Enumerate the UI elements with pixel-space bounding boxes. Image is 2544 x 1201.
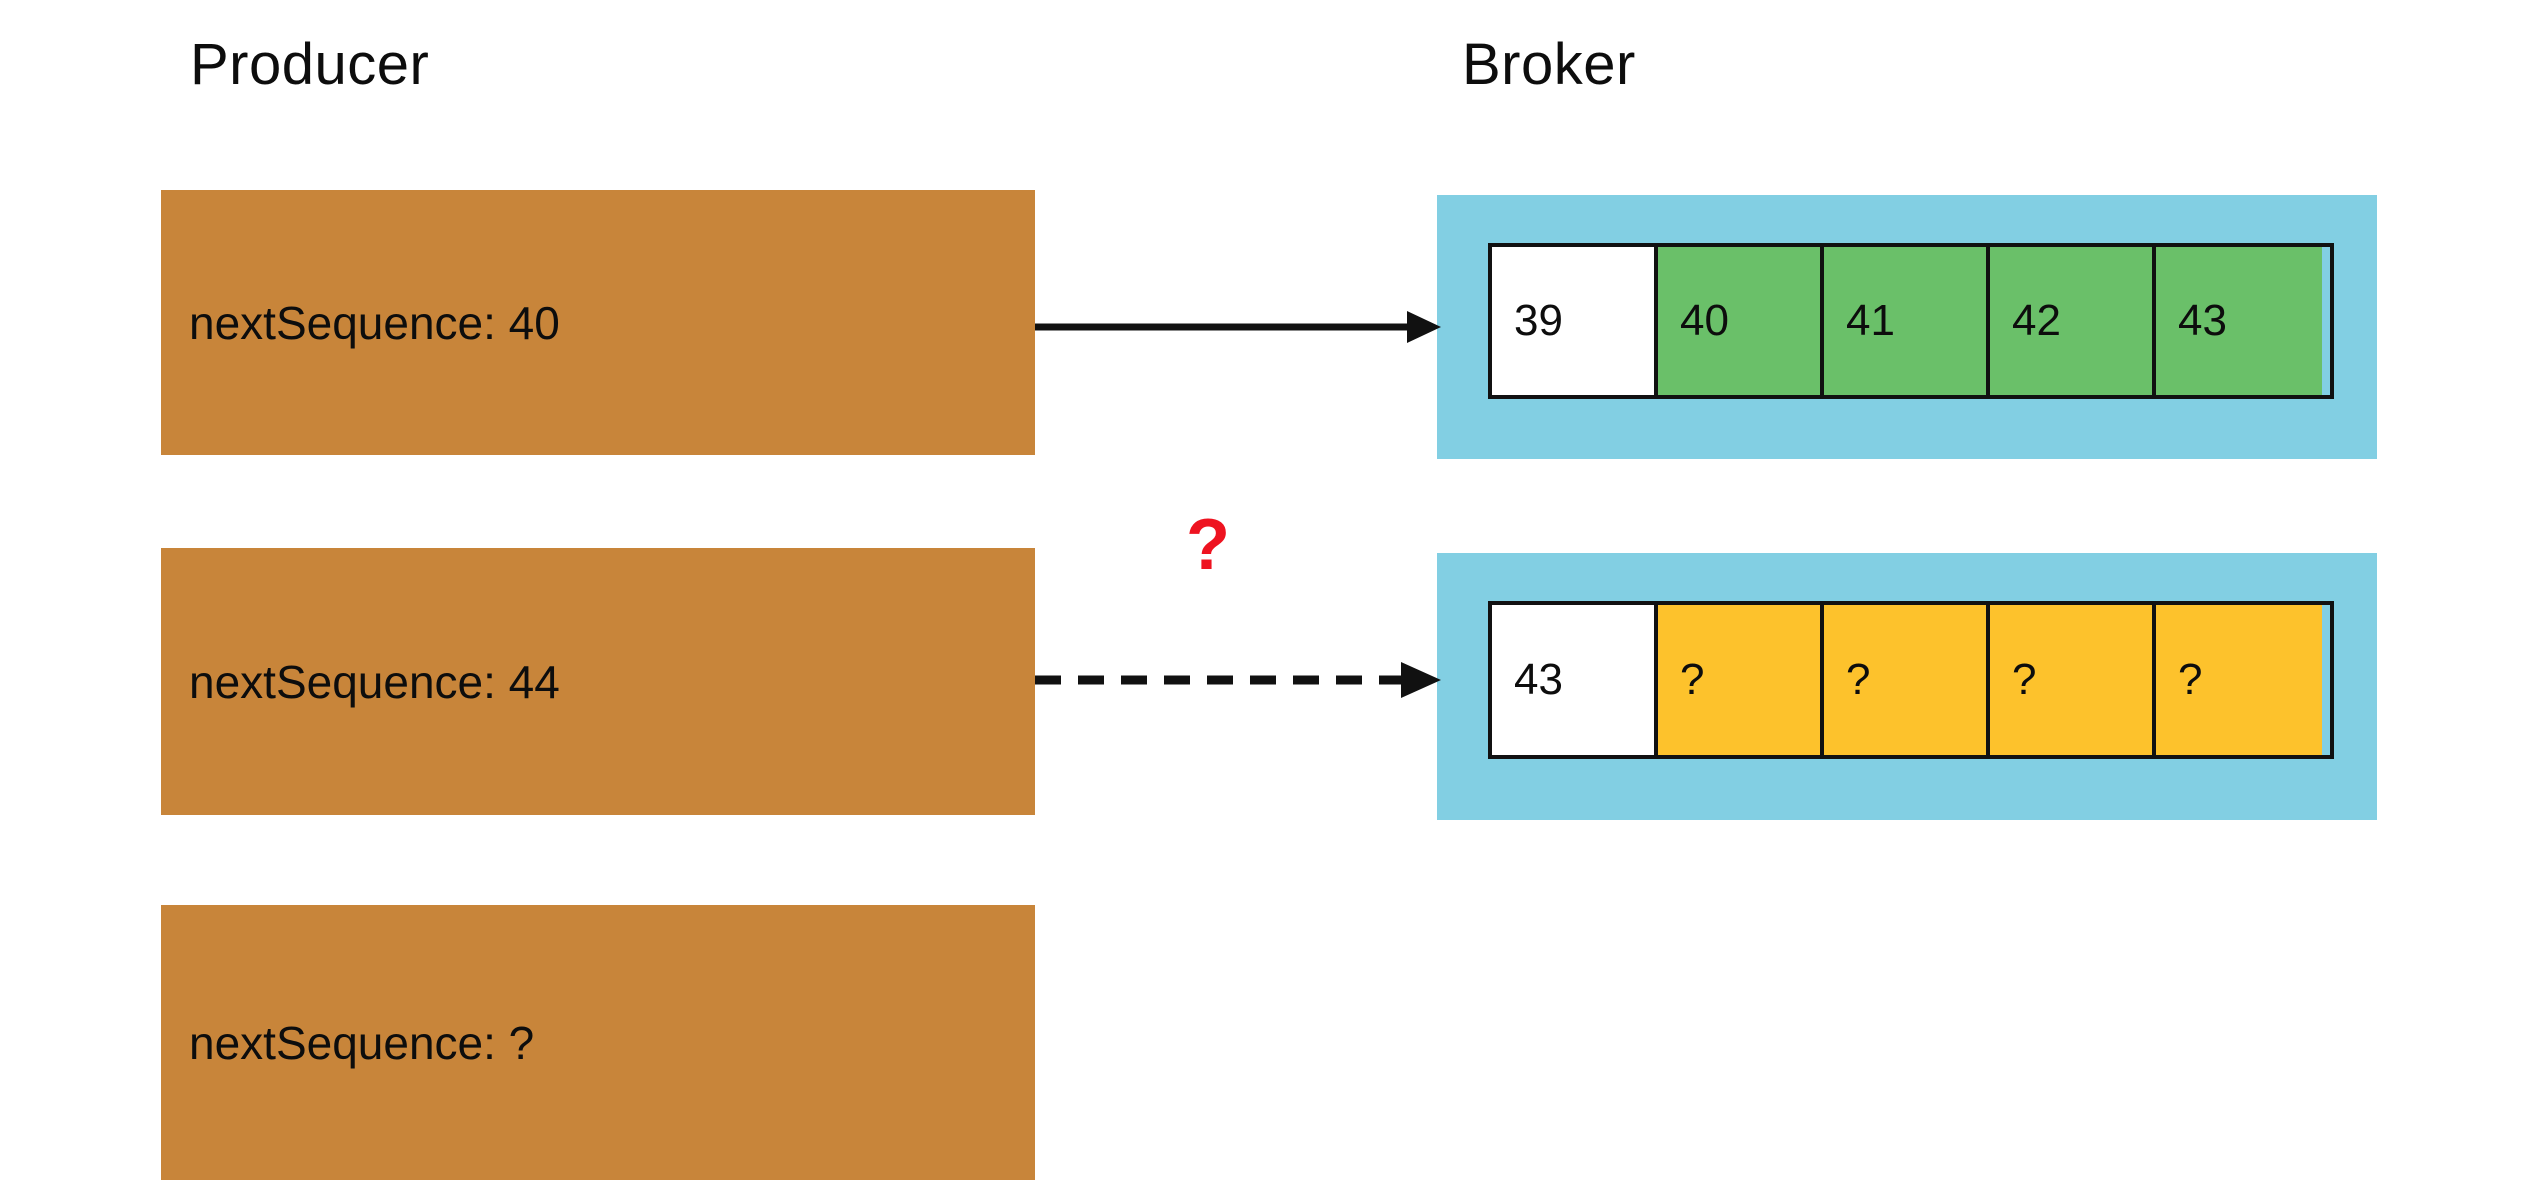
partition-cell-2-2: ? <box>1824 605 1990 755</box>
uncertainty-question-mark-icon: ? <box>1186 505 1230 585</box>
producer-next-sequence-label-2: nextSequence: 44 <box>189 655 560 708</box>
producer-next-sequence-label-1: nextSequence: 40 <box>189 296 560 349</box>
partition-cell-2-1: ? <box>1658 605 1824 755</box>
broker-column-title: Broker <box>1462 32 1636 97</box>
partition-cell-1-2: 41 <box>1824 247 1990 395</box>
broker-partition-log-1: 39 40 41 42 43 <box>1488 243 2334 399</box>
broker-partition-container-2: 43 ? ? ? ? <box>1437 553 2377 820</box>
producer-state-box-2: nextSequence: 44 <box>161 548 1035 815</box>
broker-partition-container-1: 39 40 41 42 43 <box>1437 195 2377 459</box>
partition-cell-2-0: 43 <box>1492 605 1658 755</box>
partition-cell-1-3: 42 <box>1990 247 2156 395</box>
broker-partition-log-2: 43 ? ? ? ? <box>1488 601 2334 759</box>
producer-state-box-3: nextSequence: ? <box>161 905 1035 1180</box>
partition-cell-2-4: ? <box>2156 605 2322 755</box>
producer-next-sequence-label-3: nextSequence: ? <box>189 1016 535 1069</box>
partition-cell-2-3: ? <box>1990 605 2156 755</box>
partition-cell-1-4: 43 <box>2156 247 2322 395</box>
send-arrow-solid-icon <box>1035 307 1443 347</box>
send-arrow-dashed-icon <box>1035 660 1443 700</box>
partition-cell-1-1: 40 <box>1658 247 1824 395</box>
producer-column-title: Producer <box>190 32 430 97</box>
partition-cell-1-0: 39 <box>1492 247 1658 395</box>
producer-state-box-1: nextSequence: 40 <box>161 190 1035 455</box>
